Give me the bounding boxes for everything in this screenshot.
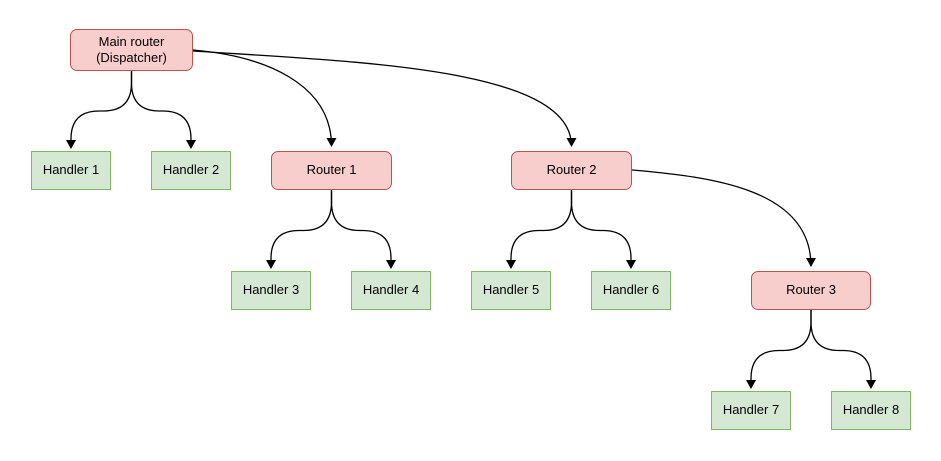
node-router-2-label: Router 2 — [546, 162, 597, 178]
node-handler-1[interactable]: Handler 1 — [31, 151, 111, 190]
edge-router2-to-handler5 — [506, 190, 573, 269]
edge-router2-to-handler6 — [570, 190, 636, 269]
edge-router3-to-handler8 — [810, 310, 876, 389]
node-handler-3-label: Handler 3 — [242, 282, 300, 298]
node-handler-3[interactable]: Handler 3 — [231, 271, 311, 310]
node-main-router[interactable]: Main router (Dispatcher) — [70, 29, 193, 71]
edge-main-to-handler1 — [66, 71, 133, 149]
edge-main-to-router1 — [192, 49, 337, 147]
node-handler-5-label: Handler 5 — [482, 282, 540, 298]
node-router-1[interactable]: Router 1 — [271, 151, 392, 190]
node-handler-4-label: Handler 4 — [362, 282, 420, 298]
node-handler-6[interactable]: Handler 6 — [591, 271, 671, 310]
edge-router3-to-handler7 — [746, 310, 812, 389]
node-handler-2-label: Handler 2 — [162, 162, 220, 178]
node-handler-8-label: Handler 8 — [842, 402, 900, 418]
node-router-3[interactable]: Router 3 — [751, 271, 871, 310]
edge-router1-to-handler3 — [266, 190, 333, 269]
node-handler-7-label: Handler 7 — [722, 402, 780, 418]
node-handler-5[interactable]: Handler 5 — [471, 271, 551, 310]
node-router-3-label: Router 3 — [786, 282, 836, 298]
node-main-router-label: Main router (Dispatcher) — [96, 33, 167, 65]
edge-router1-to-handler4 — [330, 190, 396, 269]
node-handler-1-label: Handler 1 — [42, 162, 100, 178]
node-handler-2[interactable]: Handler 2 — [151, 151, 231, 190]
edge-main-to-router2 — [192, 50, 577, 147]
node-handler-4[interactable]: Handler 4 — [351, 271, 431, 310]
node-handler-6-label: Handler 6 — [602, 282, 660, 298]
node-handler-7[interactable]: Handler 7 — [711, 391, 791, 430]
node-router-1-label: Router 1 — [306, 162, 357, 178]
node-router-2[interactable]: Router 2 — [511, 151, 632, 190]
node-handler-8[interactable]: Handler 8 — [831, 391, 911, 430]
edge-router2-to-router3 — [631, 169, 816, 267]
edge-main-to-handler2 — [130, 71, 196, 149]
